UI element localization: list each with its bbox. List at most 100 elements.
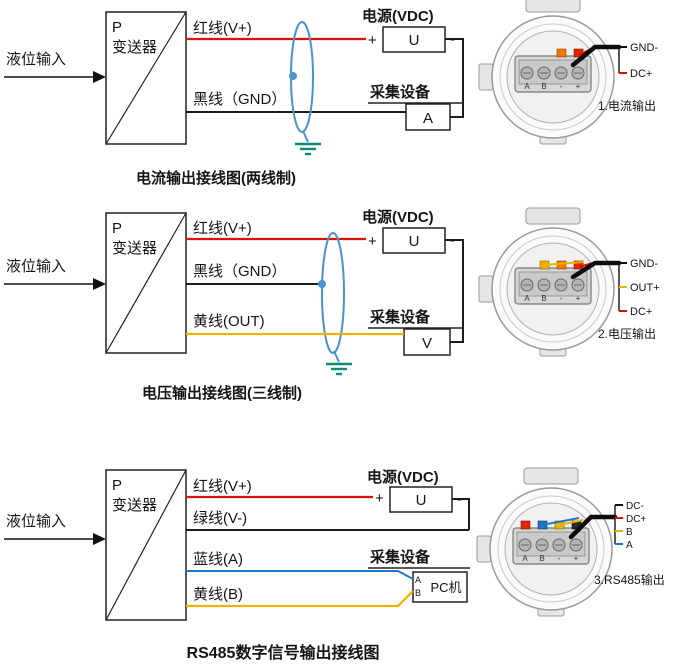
ground-symbol-icon	[295, 142, 321, 156]
device-terminal-label: OUT+	[630, 282, 660, 294]
input-label: 液位输入	[6, 513, 66, 530]
blue-wire	[186, 570, 414, 580]
device-top-cap	[525, 207, 581, 225]
input-arrow-head-icon	[93, 71, 106, 83]
device-illustration-current: A B - + GND- DC+	[478, 0, 658, 145]
black-wire-label: 黑线（GND）	[193, 91, 286, 108]
terminal-mark: B	[541, 82, 546, 91]
section-current-output: 液位输入 P 变送器 红线(V+) 电源(VDC) + U - 采集设备 A 黑…	[4, 0, 658, 187]
transmitter-name: 变送器	[112, 39, 157, 56]
device-ring	[497, 495, 605, 603]
section-voltage-output: 液位输入 P 变送器 红线(V+) 电源(VDC) + U - 黑线（GND） …	[4, 207, 660, 402]
power-plus: +	[368, 32, 377, 49]
device-yellow-wire	[558, 519, 584, 526]
power-plus: +	[375, 490, 384, 507]
device-terminal-label: DC+	[630, 306, 652, 318]
power-title: 电源(VDC)	[362, 7, 434, 25]
red-wire-label: 红线(V+)	[193, 20, 252, 37]
yellow-wire-label: 黄线(B)	[193, 586, 243, 603]
device-terminal-label: A	[626, 540, 633, 551]
terminal-mark: -	[558, 554, 561, 563]
shield-junction-dot	[289, 72, 297, 80]
device-illustration-rs485: A B - + DC- DC+ B A	[476, 467, 646, 617]
green-wire-label: 绿线(V-)	[193, 510, 247, 527]
section-rs485-output: 液位输入 P 变送器 红线(V+) 电源(VDC) + U - 绿线(V-) 采…	[4, 467, 665, 662]
device-terminal-label: DC-	[626, 501, 644, 512]
transmitter-symbol: P	[112, 19, 122, 36]
transmitter-symbol: P	[112, 220, 122, 237]
blue-wire-label: 蓝线(A)	[193, 551, 243, 568]
transmitter-diagonal	[105, 469, 187, 621]
device-cable	[570, 44, 622, 68]
input-arrow-head-icon	[93, 533, 106, 545]
collector-unit-box	[403, 328, 451, 356]
shield-drain-wire	[302, 130, 309, 143]
input-label: 液位输入	[6, 51, 66, 68]
yellow-wire	[186, 590, 414, 608]
section-caption: 电流输出接线图(两线制)	[136, 169, 296, 187]
terminal-mark: A	[524, 294, 530, 303]
power-return-wire	[445, 239, 464, 343]
device-ring	[499, 235, 607, 343]
device-illustration-voltage: A B - + GND- OUT+ DC+	[478, 207, 660, 357]
device-top-cap	[523, 467, 579, 485]
wire-crimp-orange	[556, 260, 567, 270]
device-ring	[499, 23, 607, 131]
collector-unit: V	[422, 335, 432, 352]
power-unit: U	[409, 32, 420, 49]
device-terminal-label: DC+	[630, 68, 652, 80]
transmitter-symbol: P	[112, 477, 122, 494]
device-caption: 3.RS485输出	[594, 572, 665, 587]
terminal-mark: -	[560, 294, 563, 303]
cable-shield	[321, 232, 345, 354]
terminal-mark: -	[560, 82, 563, 91]
transmitter-name: 变送器	[112, 497, 157, 514]
device-terminal-label: DC+	[626, 514, 646, 525]
device-cable	[570, 260, 622, 280]
power-plus: +	[368, 233, 377, 250]
transmitter-name: 变送器	[112, 240, 157, 257]
transmitter-diagonal	[105, 11, 187, 145]
yellow-wire-label: 黄线(OUT)	[193, 313, 265, 330]
device-terminal-label: GND-	[630, 42, 658, 54]
terminal-mark: A	[522, 554, 528, 563]
device-yellow-wire	[543, 261, 584, 266]
input-label: 液位输入	[6, 258, 66, 275]
transmitter-diagonal	[105, 212, 187, 354]
device-cable	[568, 514, 618, 540]
section-caption: RS485数字信号输出接线图	[187, 643, 380, 662]
terminal-mark: +	[576, 82, 581, 91]
terminal-mark: B	[541, 294, 546, 303]
input-arrow-head-icon	[93, 278, 106, 290]
device-terminal-label: B	[626, 527, 633, 538]
section-caption: 电压输出接线图(三线制)	[142, 384, 302, 402]
power-title: 电源(VDC)	[362, 208, 434, 226]
collector-unit-box	[405, 103, 451, 131]
collector-title: 采集设备	[369, 83, 431, 101]
device-caption: 2.电压输出	[598, 326, 656, 341]
terminal-mark: A	[524, 82, 530, 91]
device-side-conduit	[478, 63, 494, 91]
power-return-wire	[445, 38, 464, 118]
collector-title: 采集设备	[369, 308, 431, 326]
pc-terminal-b: B	[415, 588, 421, 598]
power-unit: U	[416, 492, 427, 509]
red-wire-label: 红线(V+)	[193, 478, 252, 495]
red-wire-label: 红线(V+)	[193, 220, 252, 237]
collector-unit-box	[412, 571, 468, 603]
device-caption: 1.电流输出	[598, 98, 656, 113]
black-wire-label: 黑线（GND）	[193, 263, 286, 280]
wire-crimp-red	[520, 520, 531, 530]
collector-title: 采集设备	[369, 548, 431, 566]
shield-drain-wire	[333, 350, 340, 363]
collector-unit: A	[423, 110, 433, 127]
power-unit-box	[382, 227, 446, 254]
ground-symbol-icon	[326, 362, 352, 376]
terminal-mark: +	[576, 294, 581, 303]
device-top-cap	[525, 0, 581, 13]
pc-terminal-a: A	[415, 575, 421, 585]
terminal-mark: B	[539, 554, 544, 563]
device-terminal-label: GND-	[630, 258, 658, 270]
power-unit-box	[382, 26, 446, 53]
